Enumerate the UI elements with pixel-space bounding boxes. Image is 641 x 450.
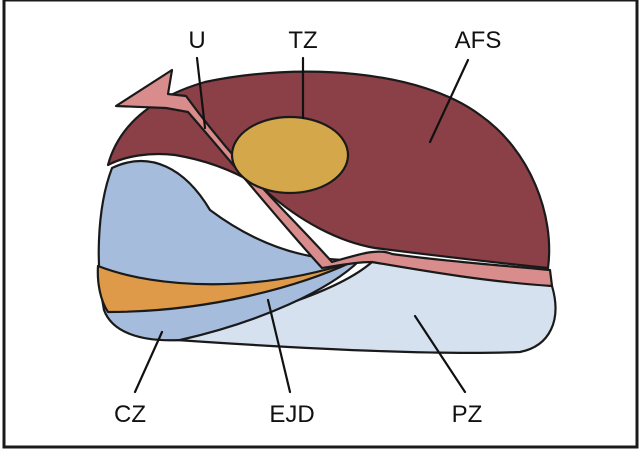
- label-u: U: [188, 27, 205, 54]
- leader-ejd: [266, 298, 292, 394]
- ejd-region: [96, 260, 354, 314]
- leader-cz: [133, 330, 164, 394]
- label-tz: TZ: [288, 27, 317, 54]
- label-pz: PZ: [452, 401, 483, 428]
- tz-region: [230, 115, 350, 195]
- label-ejd: EJD: [269, 401, 314, 428]
- urethra-region: [114, 68, 554, 288]
- label-cz: CZ: [114, 401, 146, 428]
- label-afs: AFS: [455, 27, 502, 54]
- leader-u: [195, 56, 207, 130]
- leader-pz: [413, 314, 467, 394]
- leader-afs: [428, 58, 470, 144]
